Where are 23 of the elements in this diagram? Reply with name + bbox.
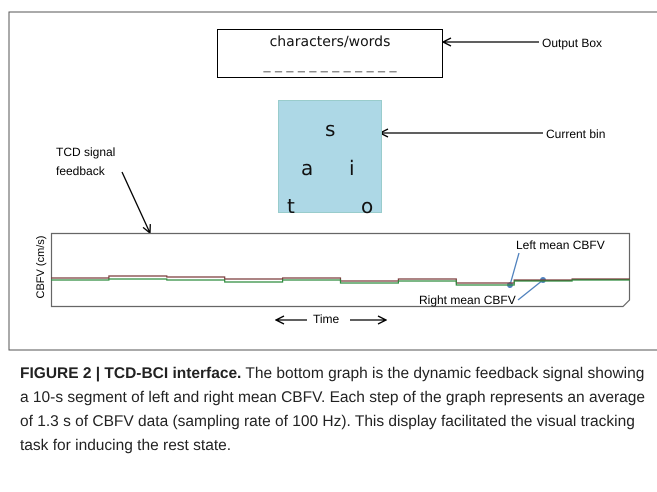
placeholder-underscores: _ _ _ _ _ _ _ _ _ _ _ _ (264, 57, 396, 74)
annotation-text: Left mean CBFV (516, 237, 605, 254)
arrow (442, 37, 539, 47)
letter-bin-panel (278, 100, 382, 213)
letter: a (301, 158, 314, 178)
letter: o (361, 196, 374, 216)
axis-label: Time (313, 312, 340, 326)
axis-label: CBFV (cm/s) (35, 234, 47, 300)
letter: t (287, 196, 295, 216)
figure-caption: FIGURE 2 | TCD-BCI interface. The bottom graph is the dynamic feedback signal showing a 10-s segment of left and right mean CBFV. Each step of the graph represents an average of 1.3 s of CBFV data (sampling rate of 100 Hz). This display facilitated the visual tracking task for inducing the rest state. (20, 364, 645, 456)
letter: i (349, 158, 355, 178)
arrow (121, 172, 151, 234)
leader-line (507, 252, 520, 288)
letter: s (325, 119, 336, 139)
annotation-text: Right mean CBFV (419, 292, 516, 309)
annotation-text: Output Box (542, 35, 604, 52)
output-text: characters/words (270, 34, 390, 50)
signal-trace (51, 275, 630, 284)
output-box (217, 29, 443, 78)
annotation-text: Current bin (546, 126, 606, 143)
signal-trace (51, 278, 630, 286)
annotation-text: TCD signal feedback (56, 144, 116, 180)
leader-line (518, 277, 546, 300)
